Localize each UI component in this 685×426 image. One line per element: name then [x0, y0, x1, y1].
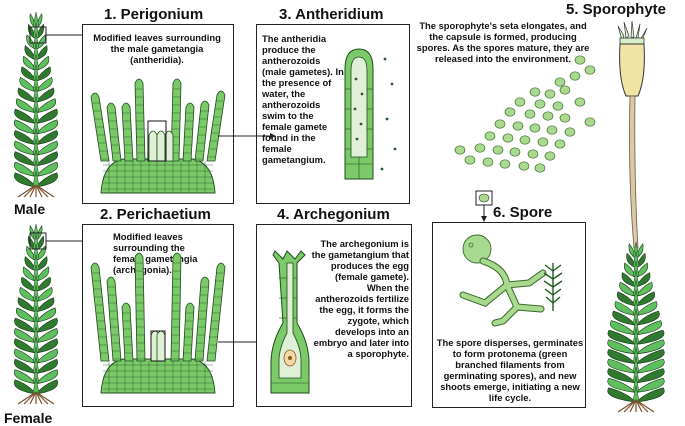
sporophyte-plant: [607, 20, 665, 413]
protonema-illustration: [459, 234, 563, 327]
perichaetium-text: Modified leaves surrounding the female g…: [113, 231, 198, 275]
perigonium-title: 1. Perigonium: [104, 6, 204, 23]
perigonium-illustration: [90, 78, 226, 194]
sporophyte-text: The sporophyte's seta elongates, and the…: [416, 20, 590, 64]
female-moss-plant: [14, 223, 58, 405]
archegonium-panel: The archegonium is the gametangium that …: [256, 224, 412, 407]
archegonium-text: The archegonium is the gametangium that …: [311, 238, 409, 359]
archegonium-title: 4. Archegonium: [277, 206, 390, 223]
perichaetium-panel: Modified leaves surrounding the female g…: [82, 224, 234, 407]
spore-title: 6. Spore: [493, 204, 553, 221]
antheridium-illustration: [344, 48, 397, 180]
sporophyte-title: 5. Sporophyte: [566, 1, 667, 18]
antheridium-panel: The antheridia produce the antherozoids …: [256, 24, 410, 204]
spore-to-spore-panel-arrow: [475, 190, 493, 222]
female-zoom-pointer: [29, 232, 88, 250]
perigonium-text: Modified leaves surrounding the male gam…: [93, 32, 221, 65]
male-label: Male: [14, 201, 46, 217]
spores-cloud: [454, 55, 596, 173]
antheridium-title: 3. Antheridium: [279, 6, 384, 23]
perichaetium-title: 2. Perichaetium: [100, 206, 211, 223]
female-label: Female: [4, 410, 53, 426]
antheridium-text: The antheridia produce the antherozoids …: [262, 33, 344, 165]
archegonium-illustration: [270, 250, 310, 394]
male-moss-plant: [14, 11, 58, 198]
spore-text: The spore disperses, germinates to form …: [436, 337, 584, 403]
male-zoom-pointer: [29, 26, 88, 44]
perigonium-panel: Modified leaves surrounding the male gam…: [82, 24, 234, 204]
perichaetium-illustration: [90, 252, 226, 394]
perigonium-to-antheridium-arrow: [218, 133, 276, 139]
spore-panel: The spore disperses, germinates to form …: [432, 222, 586, 408]
